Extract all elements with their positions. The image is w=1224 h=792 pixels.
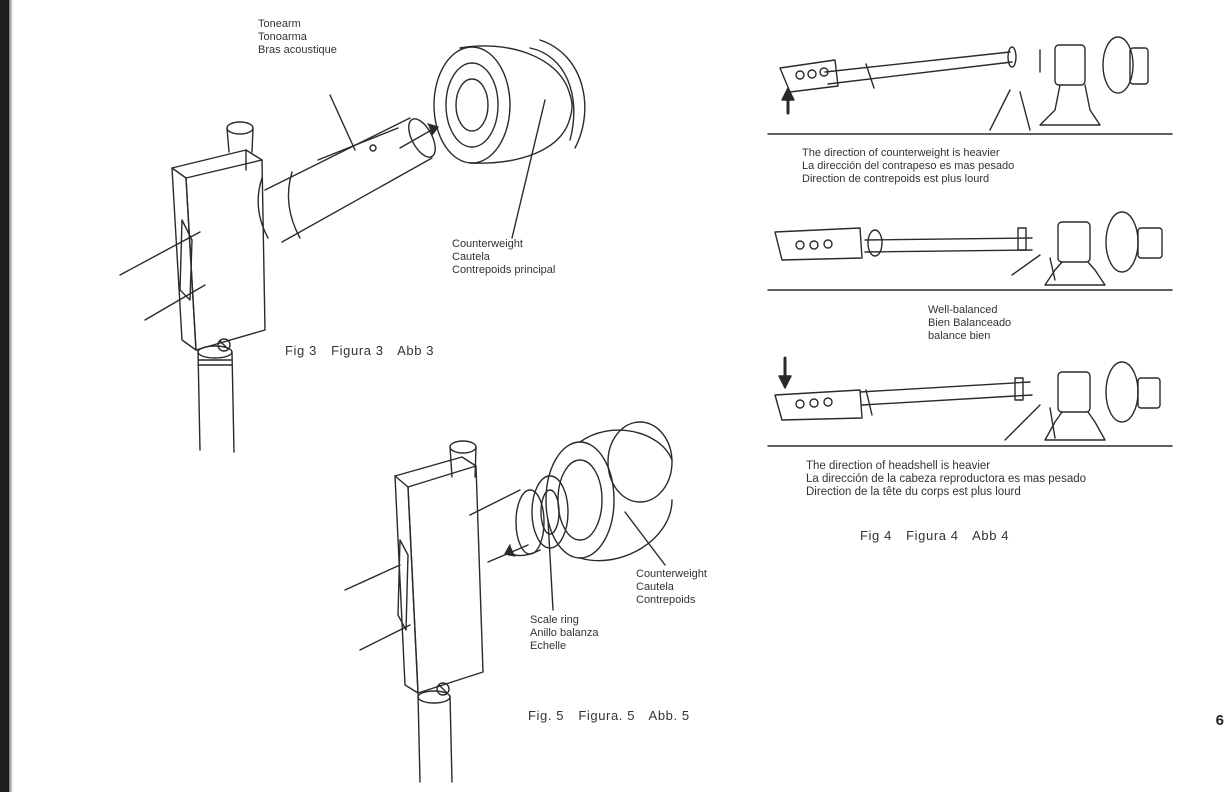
fig4-caption: Fig 4 Figura 4 Abb 4: [860, 528, 1019, 543]
fig3-caption-de: Abb 3: [397, 343, 435, 358]
well-balanced-es: Bien Balanceado: [928, 317, 1012, 329]
scale-ring-fr: Echelle: [530, 640, 567, 652]
fig3-illustration: [119, 39, 586, 453]
well-balanced-fr: balance bien: [928, 330, 991, 342]
tonearm-label-es: Tonoarma: [258, 31, 307, 43]
heavier-counterweight-es: La dirección del contrapeso es mas pesad…: [802, 160, 1015, 172]
well-balanced-en: Well-balanced: [928, 304, 998, 316]
counterweight-label-fr: Contrepoids principal: [452, 264, 556, 276]
binding-shadow: [9, 0, 13, 792]
tonearm-label-fr: Bras acoustique: [258, 44, 337, 56]
fig4-well-balanced-text: Well-balanced Bien Balanceado balance bi…: [928, 304, 1011, 343]
binding-edge: [0, 0, 9, 792]
fig4-caption-en: Fig 4: [860, 528, 892, 543]
fig4-heavier-counterweight-illustration: [767, 36, 1173, 135]
fig4-well-balanced-illustration: [767, 211, 1173, 291]
fig5-caption-en: Fig. 5: [528, 708, 565, 723]
fig5-counterweight-fr: Contrepoids: [636, 594, 696, 606]
heavier-headshell-es: La dirección de la cabeza reproductora e…: [806, 473, 1087, 485]
counterweight-label-en: Counterweight: [452, 238, 523, 250]
fig4-heavier-headshell-illustration: [767, 356, 1173, 447]
fig3-caption: Fig 3 Figura 3 Abb 3: [285, 343, 444, 358]
fig4-caption-de: Abb 4: [972, 528, 1010, 543]
tonearm-label-en: Tonearm: [258, 18, 301, 30]
fig5-caption: Fig. 5 Figura. 5 Abb. 5: [528, 708, 700, 723]
scale-ring-es: Anillo balanza: [530, 627, 599, 639]
fig5-caption-es: Figura. 5: [578, 708, 636, 723]
fig3-counterweight-label: Counterweight Cautela Contrepoids princi…: [452, 238, 555, 277]
fig4-heavier-headshell-text: The direction of headshell is heavier La…: [806, 460, 1086, 499]
heavier-counterweight-en: The direction of counterweight is heavie…: [802, 147, 1000, 159]
scale-ring-en: Scale ring: [530, 614, 579, 626]
page-number: 6: [1215, 712, 1224, 729]
fig5-illustration: [344, 421, 673, 783]
counterweight-label-es: Cautela: [452, 251, 490, 263]
heavier-counterweight-fr: Direction de contrepoids est plus lourd: [802, 173, 990, 185]
fig3-caption-en: Fig 3: [285, 343, 317, 358]
fig3-tonearm-label: Tonearm Tonoarma Bras acoustique: [258, 18, 337, 57]
fig4-heavier-counterweight-text: The direction of counterweight is heavie…: [802, 147, 1014, 186]
fig4-caption-es: Figura 4: [906, 528, 959, 543]
fig5-counterweight-en: Counterweight: [636, 568, 707, 580]
heavier-headshell-en: The direction of headshell is heavier: [806, 460, 991, 472]
fig5-scale-ring-label: Scale ring Anillo balanza Echelle: [530, 614, 599, 653]
heavier-headshell-fr: Direction de la tête du corps est plus l…: [806, 486, 1021, 498]
fig3-caption-es: Figura 3: [331, 343, 384, 358]
fig5-caption-de: Abb. 5: [648, 708, 690, 723]
fig5-counterweight-label: Counterweight Cautela Contrepoids: [636, 568, 707, 607]
fig5-counterweight-es: Cautela: [636, 581, 674, 593]
